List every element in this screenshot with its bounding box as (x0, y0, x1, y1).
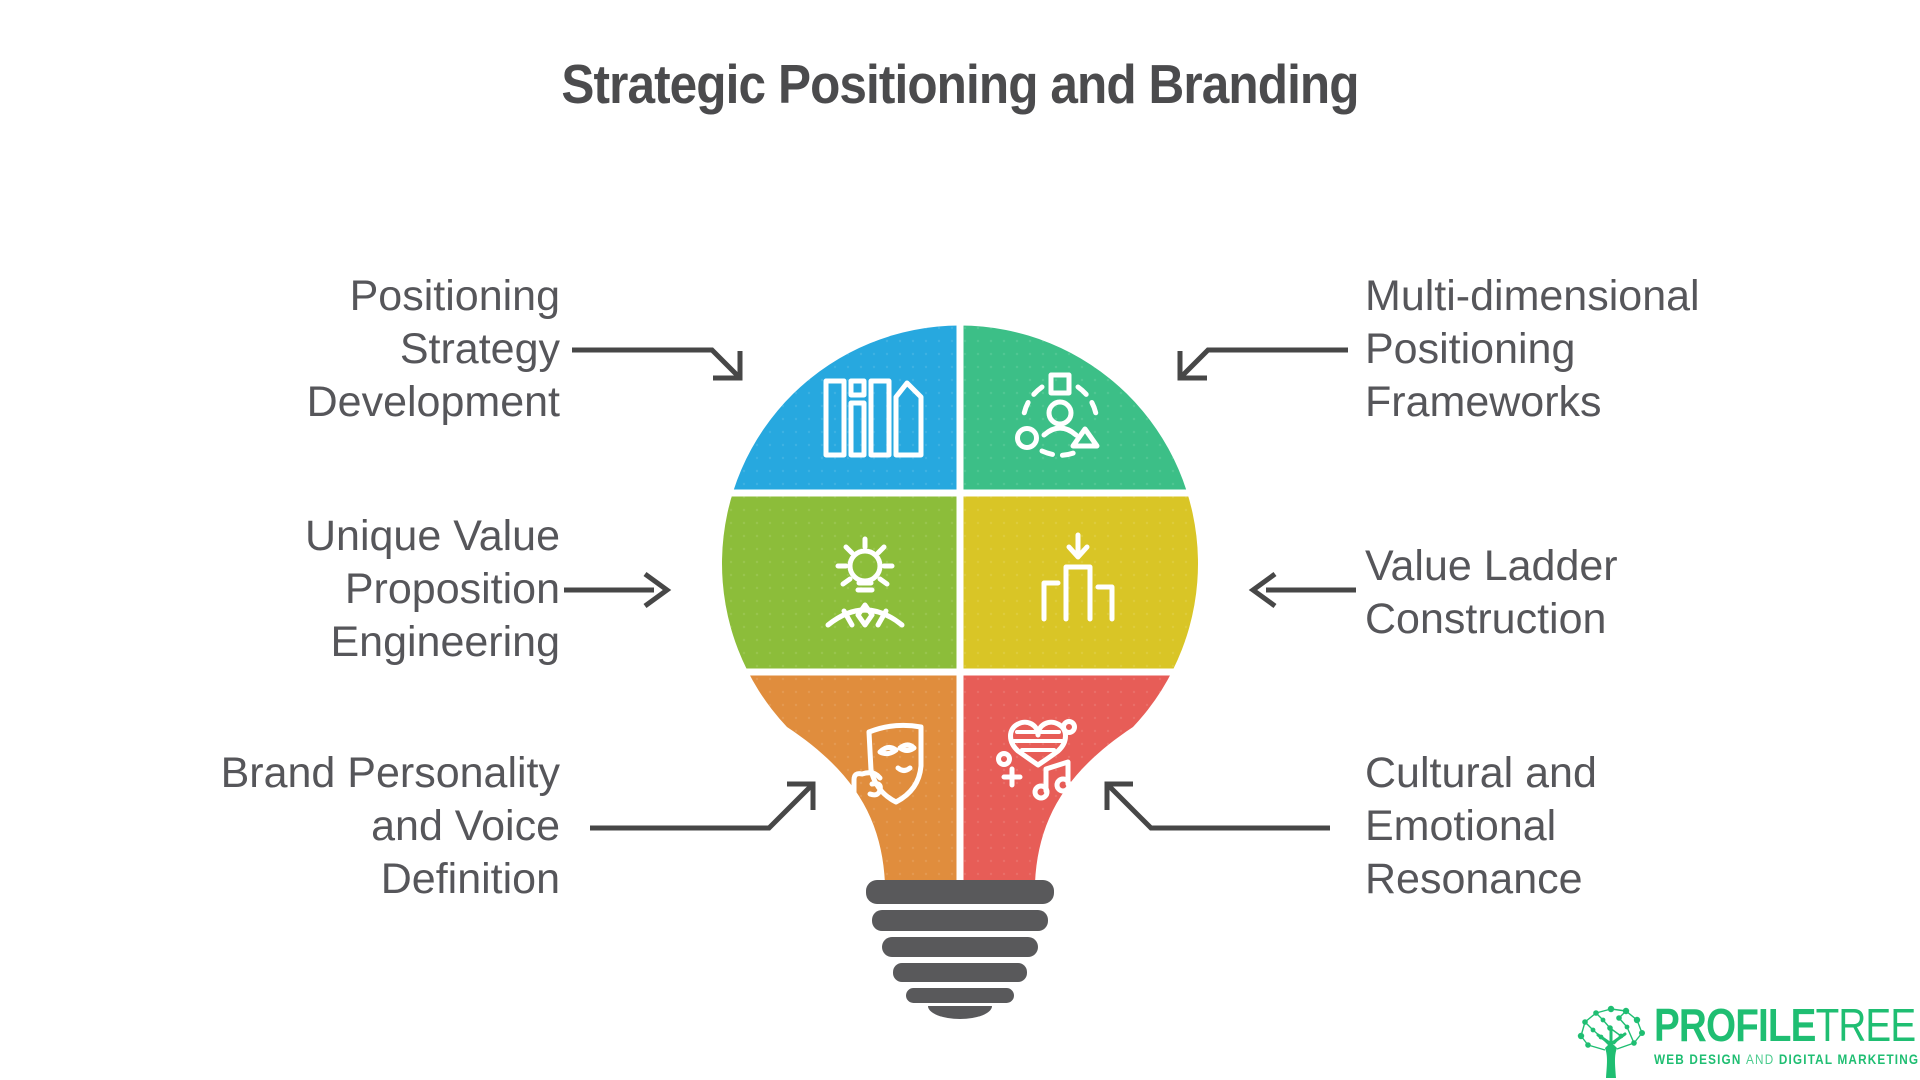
label-line: Development (306, 378, 560, 426)
label-line: Cultural and (1365, 749, 1597, 797)
podium-arrow-icon (1041, 532, 1115, 622)
label-positioning-strategy-development: Positioning Strategy Development (140, 270, 560, 429)
dot-texture-overlay (722, 325, 1198, 883)
label-line: Positioning (1365, 325, 1576, 373)
label-line: Value Ladder (1365, 542, 1618, 590)
page-title: Strategic Positioning and Branding (561, 53, 1359, 115)
label-line: Construction (1365, 595, 1607, 643)
profiletree-logo: PROFILETREE WEB DESIGN AND DIGITAL MARKE… (1576, 1002, 1920, 1078)
label-line: and Voice (371, 802, 560, 850)
label-cultural-emotional-resonance: Cultural and Emotional Resonance (1365, 747, 1805, 906)
bulb-segments (722, 325, 1198, 883)
screw-thread (882, 937, 1038, 957)
arrow-bottom-left (590, 781, 816, 831)
label-line: Frameworks (1365, 378, 1602, 426)
idea-person-icon (825, 536, 905, 628)
logo-tagline-digital-marketing: DIGITAL MARKETING (1778, 1051, 1920, 1067)
bulb-screw-base (866, 880, 1054, 1019)
label-line: Strategy (399, 325, 560, 373)
label-line: Proposition (344, 565, 560, 613)
label-line: Emotional (1365, 802, 1557, 850)
screw-thread (866, 880, 1054, 904)
screw-thread (906, 988, 1014, 1003)
profiletree-tree-icon (1577, 1005, 1645, 1078)
label-unique-value-proposition: Unique Value Proposition Engineering (140, 510, 560, 669)
label-line: Unique Value (305, 512, 560, 560)
label-multidimensional-frameworks: Multi-dimensional Positioning Frameworks (1365, 270, 1805, 429)
label-line: Definition (380, 855, 560, 903)
books-icon (823, 378, 924, 458)
logo-tagline-web-design: WEB DESIGN (1654, 1051, 1747, 1067)
arrow-top-right (1177, 347, 1348, 381)
arrow-middle-left (564, 571, 672, 609)
label-value-ladder-construction: Value Ladder Construction (1365, 540, 1805, 646)
connector-arrows (564, 347, 1356, 831)
logo-tagline-and: AND (1746, 1051, 1779, 1067)
label-line: Brand Personality (220, 749, 560, 797)
label-line: Engineering (330, 618, 560, 666)
screw-thread (872, 910, 1048, 931)
logo-wordmark-profile: PROFILE (1654, 999, 1816, 1051)
arrow-middle-right (1248, 571, 1356, 609)
screw-thread (893, 963, 1027, 982)
logo-tagline: WEB DESIGN AND DIGITAL MARKETING (1654, 1051, 1919, 1067)
logo-wordmark: PROFILETREE (1654, 1002, 1919, 1048)
logo-wordmark-tree: TREE (1815, 999, 1917, 1051)
person-shapes-icon (1015, 372, 1100, 458)
label-line: Positioning (349, 272, 560, 320)
label-line: Multi-dimensional (1365, 272, 1700, 320)
label-brand-personality-voice: Brand Personality and Voice Definition (140, 747, 560, 906)
arrow-top-left (572, 347, 743, 381)
heart-music-icon (996, 719, 1077, 801)
label-line: Resonance (1365, 855, 1583, 903)
hand-mask-icon (851, 722, 924, 817)
screw-tip (928, 1006, 992, 1019)
arrow-bottom-right (1104, 781, 1330, 831)
